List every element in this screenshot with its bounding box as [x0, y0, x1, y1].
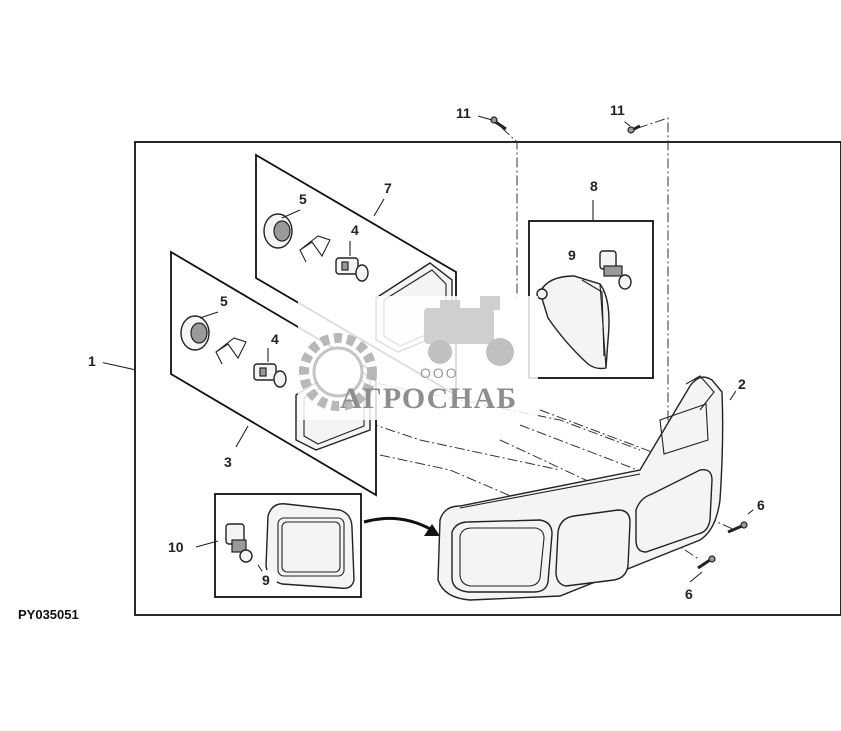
svg-text:4: 4: [351, 222, 359, 238]
tractor-logo: [424, 296, 514, 366]
screw-6-bottom: [697, 555, 716, 570]
socket-5-lower: [180, 315, 210, 351]
retaining-clip-lower: [215, 337, 247, 365]
callout-10: 10: [165, 534, 191, 560]
svg-text:4: 4: [271, 331, 279, 347]
svg-text:3: 3: [224, 454, 232, 470]
callout-6-right: 6: [752, 495, 772, 515]
callout-6-bottom: 6: [680, 584, 700, 604]
callout-8: 8: [585, 176, 605, 196]
svg-text:11: 11: [456, 105, 471, 121]
retaining-clip-upper: [299, 235, 331, 263]
bulb-4-upper: [335, 257, 369, 282]
callout-2: 2: [733, 374, 753, 394]
bezel-2: [437, 375, 724, 601]
svg-text:2: 2: [738, 376, 746, 392]
svg-text:9: 9: [568, 247, 576, 263]
work-lamp-10: [265, 503, 355, 590]
svg-text:11: 11: [610, 102, 625, 118]
callouts: 1 2 3 4 4 5 5 6 6 7 8 9 9 10 11 11: [83, 97, 772, 604]
svg-text:10: 10: [168, 539, 184, 555]
screw-6-right: [727, 521, 748, 534]
svg-text:1: 1: [88, 353, 96, 369]
callout-4-lower: 4: [266, 329, 286, 349]
install-arrow-head: [424, 524, 440, 536]
watermark-brand-text: АГРОСНАБ: [340, 382, 517, 415]
callout-3: 3: [219, 452, 239, 472]
gear-logo: [299, 333, 377, 411]
figure-code: PY035051: [18, 607, 79, 622]
callout-4-upper: 4: [346, 220, 366, 240]
install-arrow: [363, 516, 433, 532]
callout-1: 1: [83, 351, 103, 371]
panel-8: [528, 200, 654, 379]
svg-text:6: 6: [685, 586, 693, 602]
svg-text:6: 6: [757, 497, 765, 513]
socket-5-upper: [263, 213, 293, 249]
panel-10: [195, 493, 362, 598]
svg-text:8: 8: [590, 178, 598, 194]
watermark: ООО АГРОСНАБ: [298, 296, 538, 420]
callout-11-left: 11: [452, 100, 478, 126]
svg-text:5: 5: [299, 191, 307, 207]
bulb-9-work: [225, 523, 253, 563]
callout-5-upper: 5: [294, 189, 314, 209]
bulb-4-lower: [253, 363, 287, 388]
svg-text:9: 9: [262, 572, 270, 588]
watermark-small-text: ООО: [420, 365, 459, 381]
callout-5-lower: 5: [215, 291, 235, 311]
screw-11-right: [627, 124, 641, 134]
callout-9-turn: 9: [563, 245, 583, 265]
bulb-9-turn: [599, 250, 632, 290]
callout-9-work: 9: [257, 570, 277, 590]
callout-7: 7: [379, 178, 399, 198]
svg-text:5: 5: [220, 293, 228, 309]
turn-lamp-8: [536, 275, 610, 370]
callout-11-right: 11: [606, 97, 632, 123]
screw-11-left: [490, 116, 507, 131]
svg-text:7: 7: [384, 180, 392, 196]
